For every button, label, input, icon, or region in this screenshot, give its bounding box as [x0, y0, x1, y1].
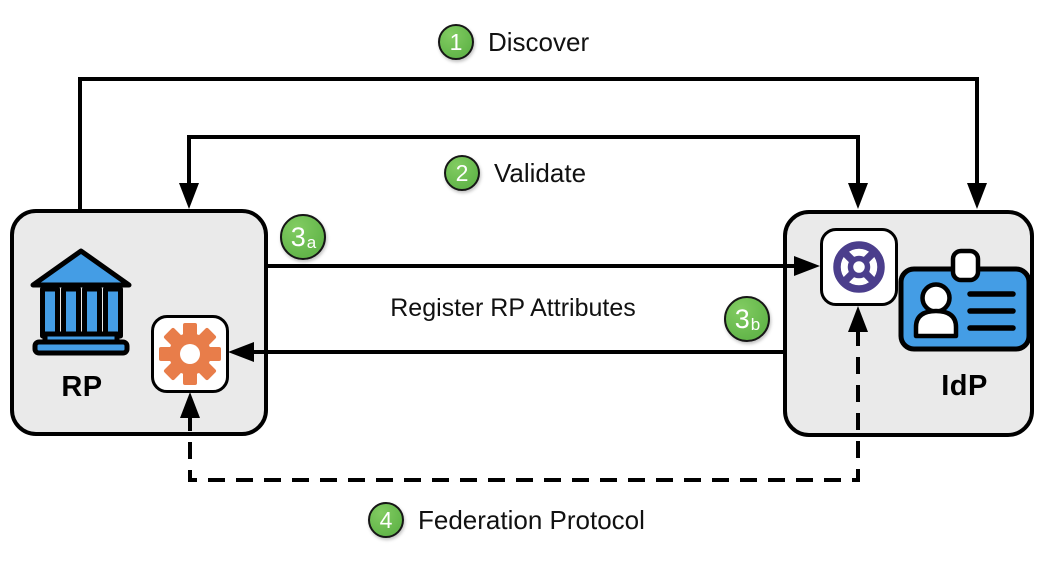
- step-number: 1: [449, 28, 463, 55]
- step-number: 3: [290, 221, 306, 252]
- validate-arrowhead-rp: [179, 183, 199, 209]
- step-1-badge: 1: [438, 24, 474, 60]
- id-card-icon: [898, 248, 1032, 352]
- bank-icon: [30, 248, 132, 356]
- gear-icon: [159, 323, 221, 385]
- step-4-label: Federation Protocol: [418, 504, 645, 535]
- federation-arrowhead-wheel: [848, 306, 868, 332]
- validate-line: [187, 135, 860, 185]
- person-body: [913, 308, 959, 339]
- federation-protocol-line: [188, 330, 860, 482]
- gear-chip: [151, 315, 229, 393]
- step-4-badge: 4: [368, 502, 404, 538]
- step-number: 4: [379, 506, 393, 533]
- register-response-arrowhead: [228, 342, 254, 362]
- federation-wheel-icon: [833, 241, 885, 293]
- step-subscript: a: [306, 233, 317, 252]
- rp-label: RP: [61, 371, 103, 403]
- step-2-validate: 2 Validate: [444, 155, 586, 191]
- person-head: [920, 282, 952, 314]
- step-number: 2: [455, 159, 469, 186]
- step-subscript: b: [750, 315, 761, 334]
- step-1-label: Discover: [488, 26, 590, 57]
- step-2-badge: 2: [444, 155, 480, 191]
- federation-arrowhead-gear: [180, 392, 200, 418]
- card-clip-tab: [950, 248, 981, 283]
- federation-wheel-chip: [820, 228, 898, 306]
- step-4-federation-protocol: 4 Federation Protocol: [368, 502, 645, 538]
- step-1-discover: 1 Discover: [438, 24, 589, 60]
- step-2-label: Validate: [494, 157, 587, 188]
- step-number: 3: [734, 303, 750, 334]
- idp-label: IdP: [941, 370, 988, 402]
- register-request-arrowhead: [794, 256, 820, 276]
- register-rp-attributes-label: Register RP Attributes: [390, 294, 636, 322]
- discover-arrowhead: [967, 183, 987, 209]
- discover-line: [78, 77, 979, 209]
- validate-arrowhead-idp: [848, 183, 868, 209]
